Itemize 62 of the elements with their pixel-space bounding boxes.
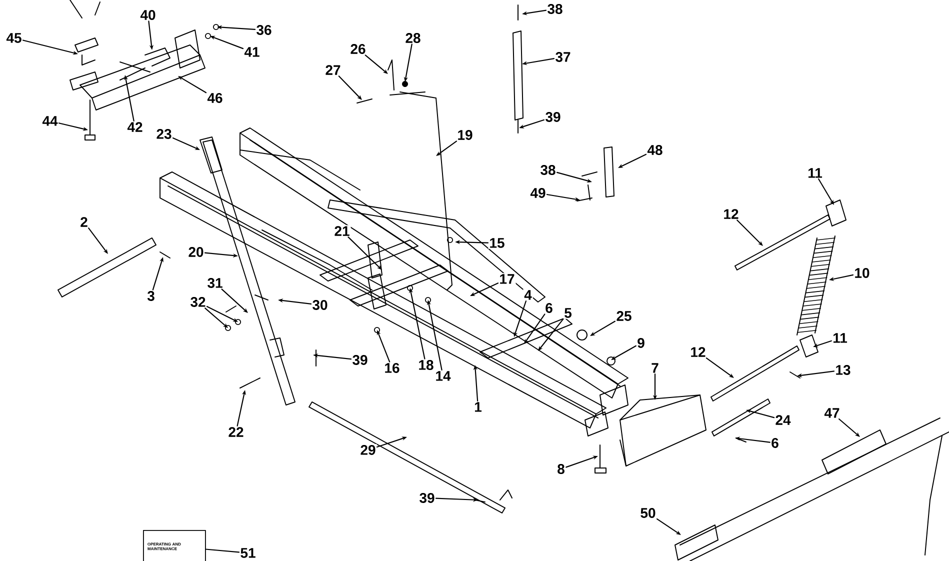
leader-line [205, 548, 240, 553]
callout-number: 41 [243, 46, 261, 58]
callout-number: 15 [488, 237, 506, 249]
callout-number: 27 [324, 64, 342, 76]
callout-number: 2 [79, 216, 89, 228]
callout-number: 49 [529, 187, 547, 199]
callout-number: 12 [689, 346, 707, 358]
callout-number: 5 [563, 307, 573, 319]
callout-number: 22 [227, 426, 245, 438]
callout-number: 9 [636, 337, 646, 349]
callout-number: 25 [615, 310, 633, 322]
callout-number: 23 [155, 128, 173, 140]
leader-line [838, 418, 860, 437]
leader-line [338, 76, 362, 100]
callout-number: 16 [383, 362, 401, 374]
callout-number: 26 [349, 43, 367, 55]
callout-number: 24 [774, 414, 792, 426]
callout-number: 42 [126, 121, 144, 133]
callout-number: 46 [206, 92, 224, 104]
callout-number: 39 [351, 354, 369, 366]
callout-number: 20 [187, 246, 205, 258]
callout-number: 44 [41, 115, 59, 127]
leader-line [364, 54, 388, 74]
callout-number: 11 [832, 332, 848, 344]
callout-number: 13 [834, 364, 852, 376]
callout-number: 48 [646, 144, 664, 156]
callout-number: 28 [404, 32, 422, 44]
callout-number: 1 [473, 401, 483, 413]
callout-number: 17 [498, 273, 516, 285]
callout-number: 38 [539, 164, 557, 176]
callout-number: 32 [189, 296, 207, 308]
leader-line [221, 288, 248, 313]
callout-number: 50 [639, 507, 657, 519]
leader-line [348, 236, 382, 270]
callout-number: 18 [417, 359, 435, 371]
callout-number: 11 [806, 167, 824, 179]
callout-number: 10 [853, 267, 871, 279]
callout-number: 7 [650, 362, 660, 374]
callout-number: 51 [239, 547, 257, 559]
callout-number: 6 [770, 437, 780, 449]
callout-number: 8 [556, 463, 566, 475]
leader-line [538, 318, 564, 351]
callout-number: 3 [146, 290, 156, 302]
callout-number: 19 [456, 129, 474, 141]
callout-number: 47 [823, 407, 841, 419]
callout-number: 40 [139, 9, 157, 21]
callout-number: 39 [418, 492, 436, 504]
callout-number: 38 [546, 3, 564, 15]
callout-number: 31 [206, 277, 224, 289]
callout-number: 4 [523, 289, 533, 301]
callout-number: 21 [333, 225, 351, 237]
leader-line [736, 220, 763, 246]
callout-number: 30 [311, 299, 329, 311]
callout-number: 12 [722, 208, 740, 220]
leader-line [204, 308, 228, 328]
callout-number: 36 [255, 24, 273, 36]
callout-number: 45 [5, 32, 23, 44]
callout-number: 37 [554, 51, 572, 63]
callout-number: 14 [434, 370, 452, 382]
callout-number: 6 [544, 302, 554, 314]
callout-number: 29 [359, 444, 377, 456]
callout-number: 39 [544, 111, 562, 123]
